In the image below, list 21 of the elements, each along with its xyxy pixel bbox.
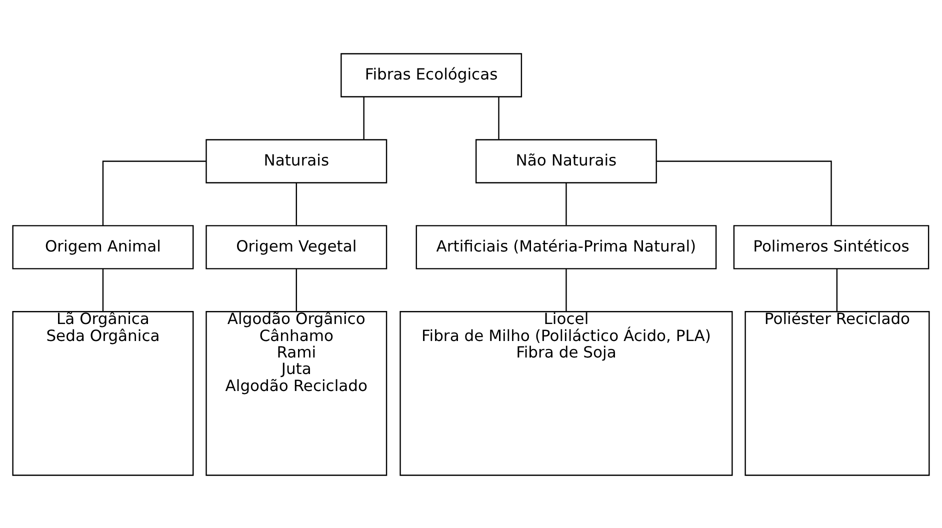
connector	[498, 96, 500, 139]
connector	[296, 182, 297, 225]
node-box: Liocel Fibra de Milho (Poliláctico Ácido, PLA) Fibra de Soja	[400, 310, 733, 476]
node-box: Algodão Orgânico Cânhamo Rami Juta Algodão Reciclado	[206, 310, 388, 476]
node-box: Origem Vegetal	[206, 224, 388, 269]
node-box: Não Naturais	[475, 138, 657, 183]
node-box: Polimeros Sintéticos	[733, 224, 930, 269]
connector	[363, 96, 364, 139]
connector	[296, 268, 297, 311]
connector	[102, 268, 104, 311]
node-box: Artificiais (Matéria-Prima Natural)	[416, 224, 717, 269]
connector	[836, 268, 838, 311]
node-box: Fibras Ecológicas	[340, 52, 522, 97]
connector	[102, 160, 206, 225]
connector	[656, 160, 832, 225]
node-box: Lã Orgânica Seda Orgânica	[12, 310, 194, 476]
connector	[566, 268, 567, 311]
node-box: Poliéster Reciclado	[744, 310, 930, 476]
node-box: Origem Animal	[12, 224, 194, 269]
connector	[566, 182, 567, 225]
node-box: Naturais	[206, 138, 388, 183]
